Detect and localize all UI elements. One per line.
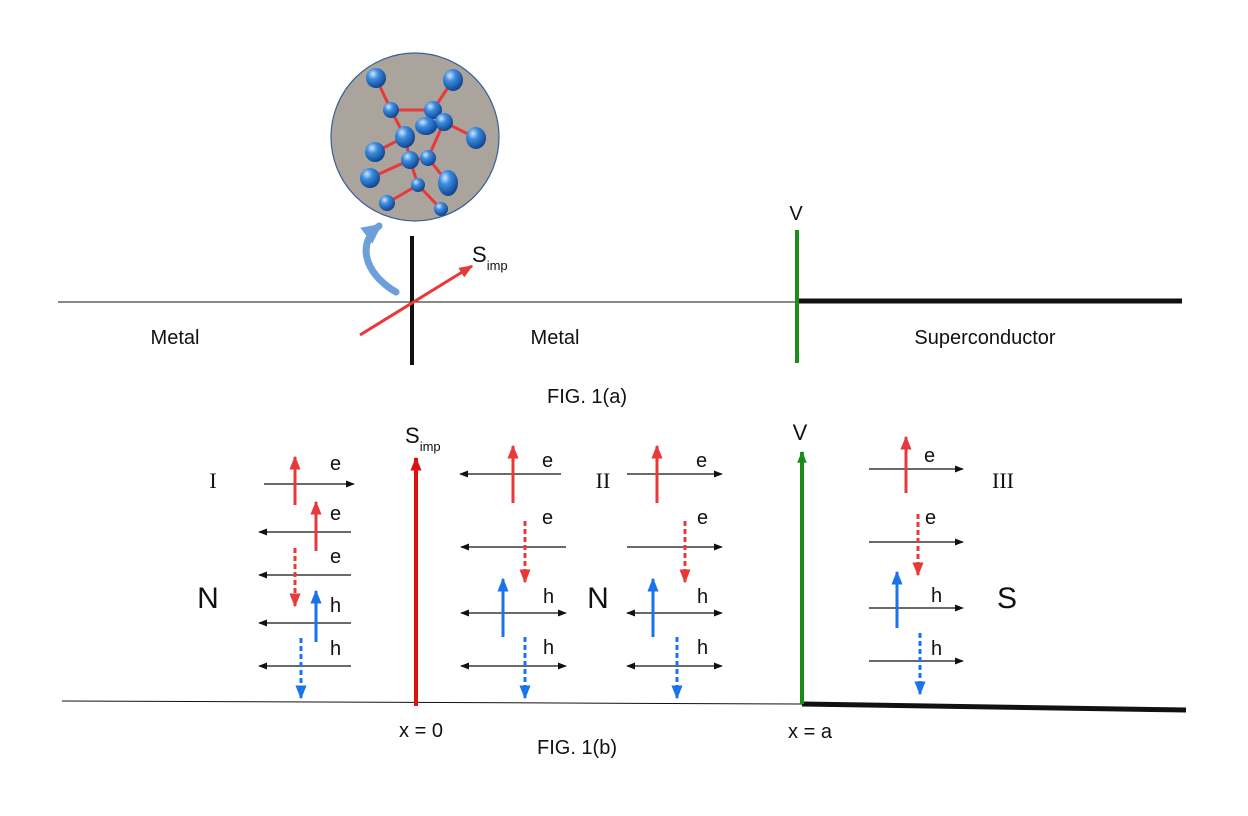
region-II-left-channels: e e h h xyxy=(459,444,567,700)
hole-label: h xyxy=(931,638,942,660)
position-label-origin: x = 0 xyxy=(399,720,443,742)
zoom-curved-arrow xyxy=(360,222,400,296)
material-label-left: N xyxy=(197,582,219,615)
fig-b: Simp V I II III N N S e e e h h xyxy=(61,420,1187,759)
fig-a-caption: FIG. 1(a) xyxy=(547,386,627,408)
region-label-I: I xyxy=(209,468,216,493)
fig-b-spin-label: Simp xyxy=(405,423,441,454)
electron-label: e xyxy=(542,450,553,472)
cluster-atoms xyxy=(360,68,486,216)
electron-label: e xyxy=(330,453,341,475)
hole-label: h xyxy=(330,595,341,617)
impurity-cluster xyxy=(330,52,500,222)
electron-label: e xyxy=(542,507,553,529)
fig-b-barrier-label: V xyxy=(793,420,808,445)
material-label-middle: N xyxy=(587,582,609,615)
hole-label: h xyxy=(697,637,708,659)
fig-b-baseline xyxy=(61,700,803,705)
hole-label: h xyxy=(330,638,341,660)
fig-a-impurity-spin-arrow xyxy=(359,264,474,337)
hole-label: h xyxy=(697,586,708,608)
electron-label: e xyxy=(924,445,935,467)
hole-label: h xyxy=(543,586,554,608)
electron-label: e xyxy=(330,546,341,568)
fig-a-barrier-label: V xyxy=(789,203,803,225)
fig-a-spin-label: Simp xyxy=(472,242,508,273)
electron-label: e xyxy=(925,507,936,529)
fig-a-region-middle: Metal xyxy=(531,327,580,349)
material-label-right: S xyxy=(997,582,1017,615)
hole-label: h xyxy=(543,637,554,659)
fig-a-region-right: Superconductor xyxy=(914,327,1056,349)
region-III-channels: e e h h xyxy=(869,435,964,696)
fig-a-region-left: Metal xyxy=(151,327,200,349)
fig-b-caption: FIG. 1(b) xyxy=(537,737,617,759)
fig-b-superconductor-line xyxy=(801,701,1187,713)
hole-label: h xyxy=(931,585,942,607)
region-II-right-channels: e e h h xyxy=(626,444,723,700)
region-label-III: III xyxy=(992,468,1014,493)
electron-label: e xyxy=(696,450,707,472)
electron-label: e xyxy=(330,503,341,525)
region-label-II: II xyxy=(596,468,611,493)
electron-label: e xyxy=(697,507,708,529)
region-I-channels: e e e h h xyxy=(258,453,355,700)
fig-a: Simp V Metal Metal Superconductor FIG. 1… xyxy=(58,52,1182,408)
position-label-barrier: x = a xyxy=(788,721,833,743)
